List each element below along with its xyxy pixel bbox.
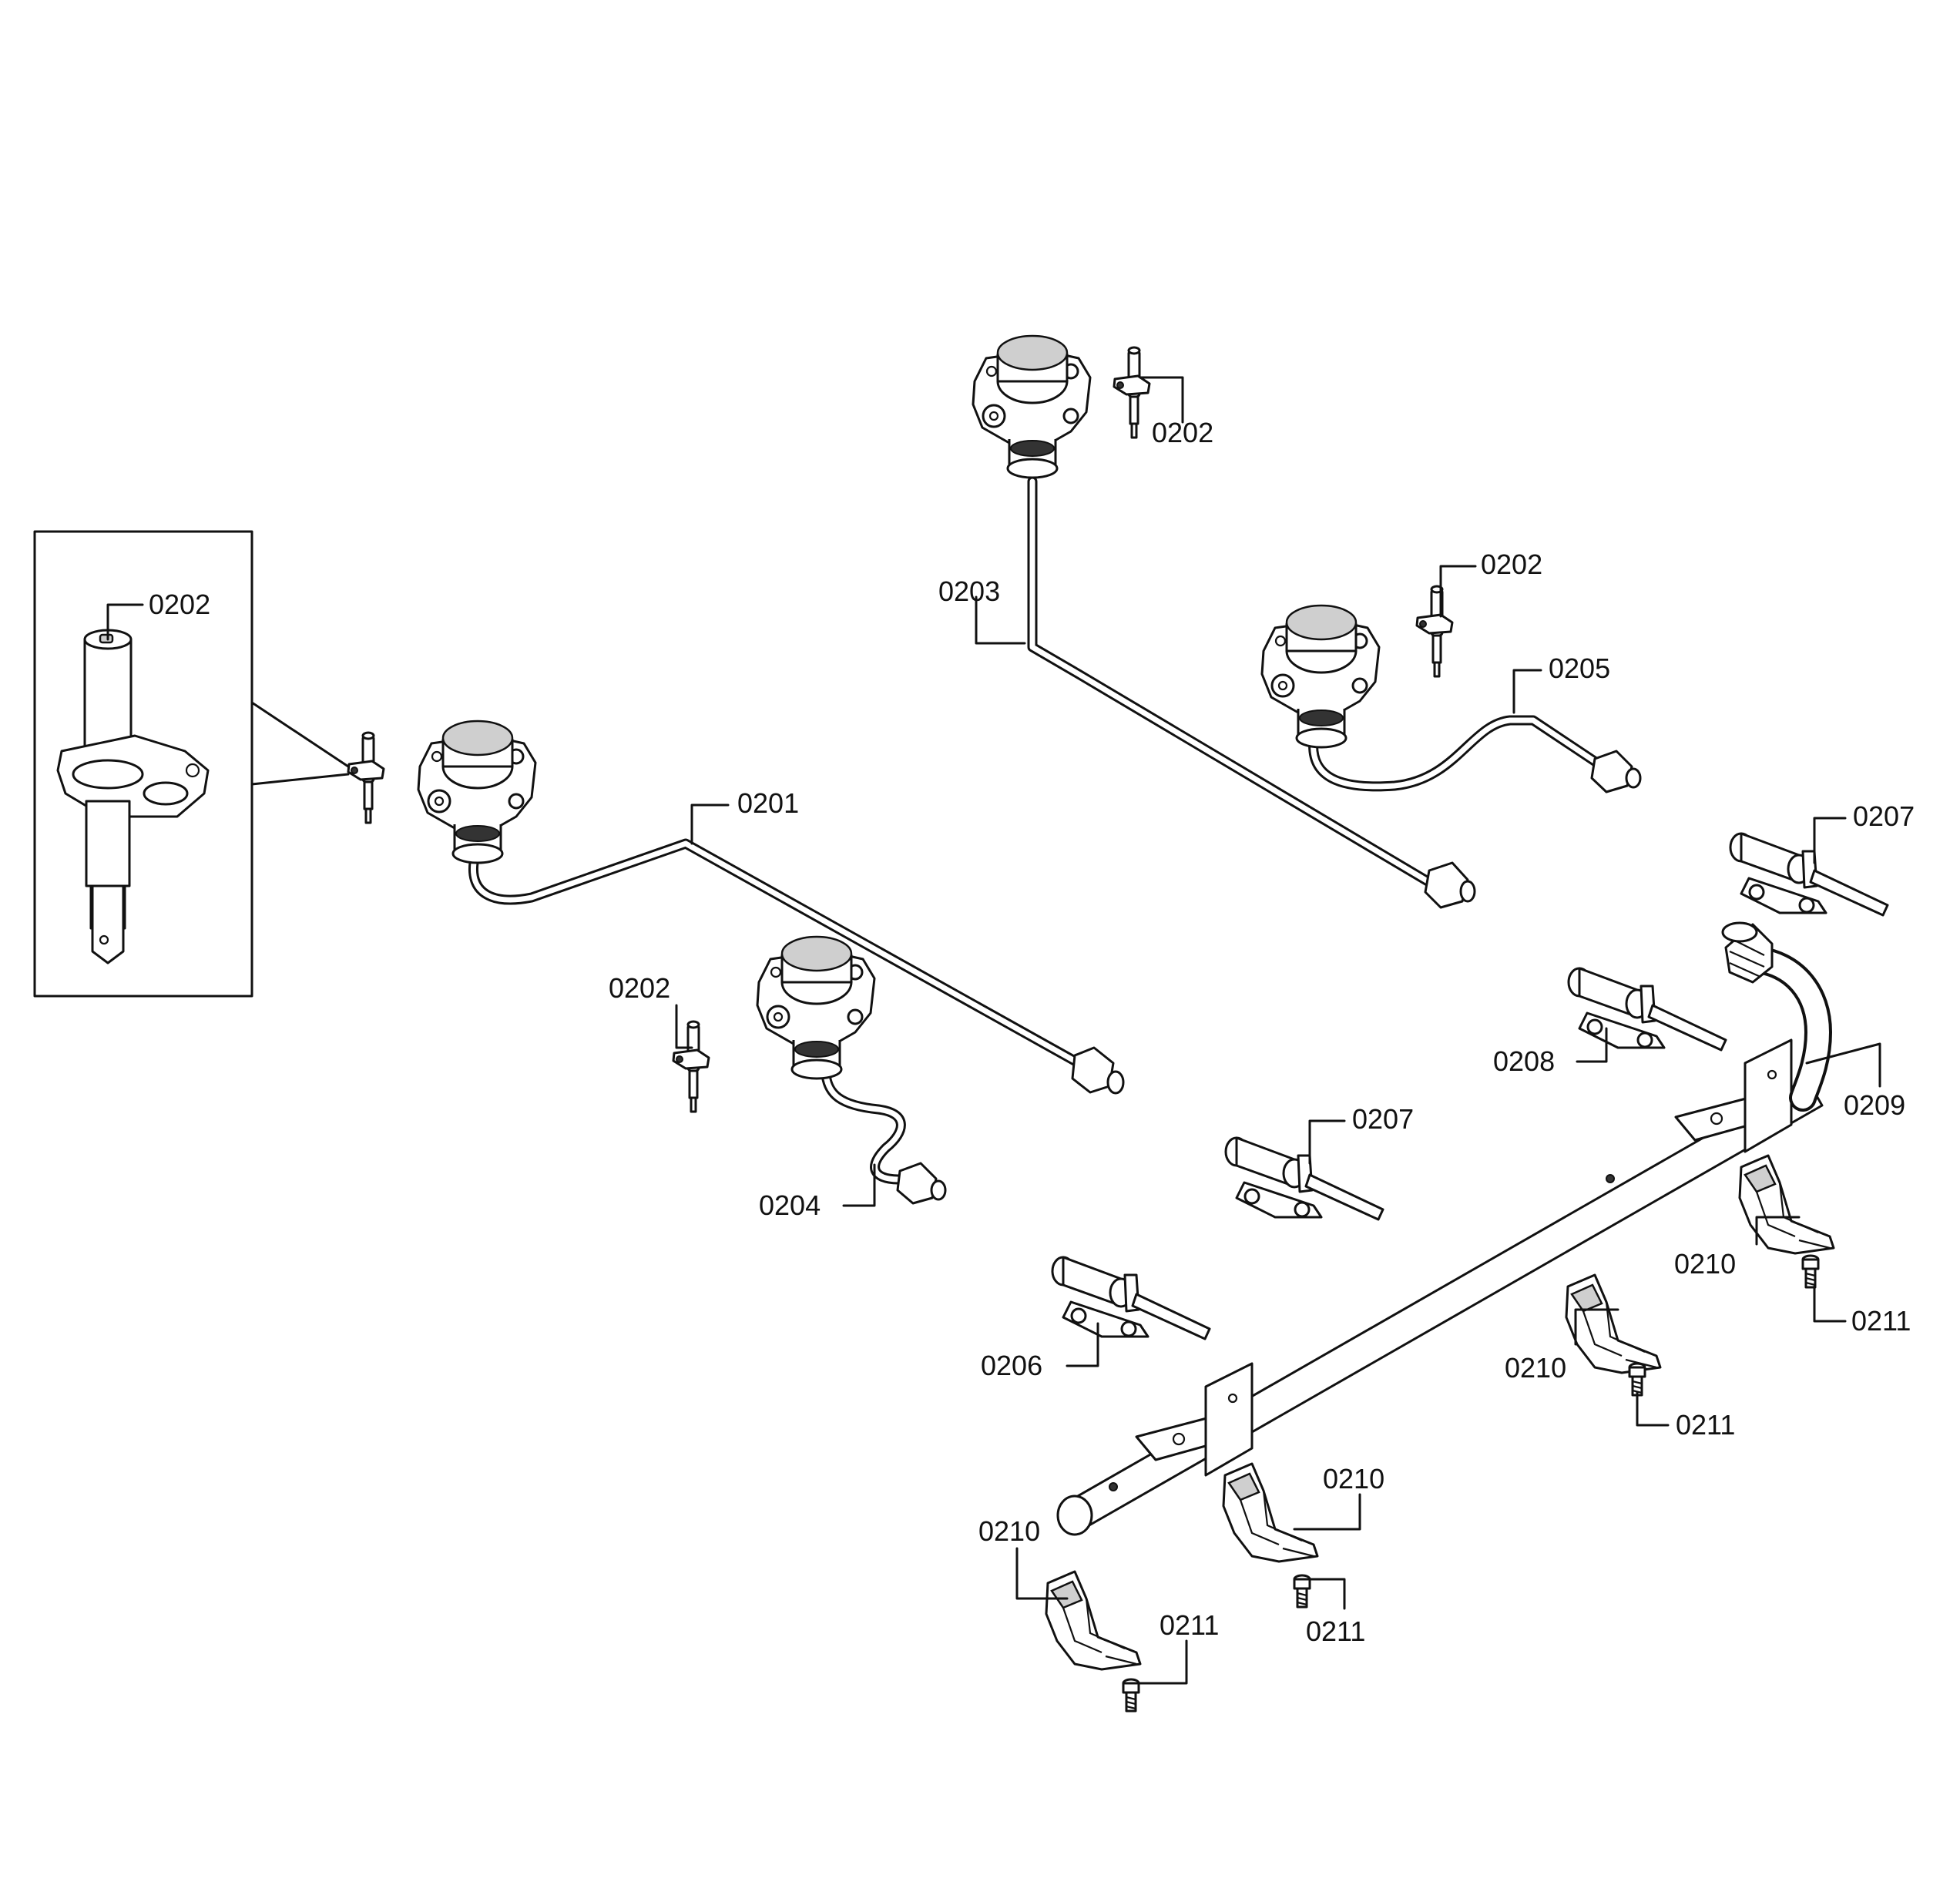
nozzle-0208 [1567,967,1727,1052]
pipe-0204 [821,1069,947,1205]
callout-0207-mid: 0207 [1352,1103,1414,1135]
pipe-0203 [1027,476,1476,909]
callout-0201: 0201 [737,787,799,819]
clip-0210-c [1222,1462,1319,1563]
burner-valve-left [417,720,537,864]
flex-hose-0209 [1721,921,1832,1112]
electrode-back [1113,346,1151,439]
callout-0204: 0204 [759,1189,821,1221]
clip-0210-b [1565,1273,1662,1374]
nozzle-0207-top [1729,832,1889,917]
callout-0211-d: 0211 [1160,1609,1219,1641]
callout-0208: 0208 [1493,1045,1555,1077]
clip-0210-a [1738,1154,1835,1255]
burner-valve-back [972,334,1092,479]
callout-0210-d: 0210 [978,1515,1040,1547]
electrode-left [347,731,385,824]
nozzle-0206 [1051,1256,1211,1340]
callout-0210-b: 0210 [1505,1352,1566,1384]
clip-0210-d [1045,1570,1142,1671]
gas-manifold [1056,1038,1824,1536]
inset-electrode [56,629,210,964]
callout-0211-a: 0211 [1851,1305,1911,1337]
callout-0202-mid: 0202 [1481,548,1542,580]
nozzle-0207-mid [1224,1136,1384,1221]
screw-0211-b [1628,1362,1646,1397]
callout-0202-inset: 0202 [149,589,210,620]
leader-lines [106,376,1881,1685]
callout-0211-b: 0211 [1676,1409,1735,1441]
callout-0202-left: 0202 [609,972,670,1004]
callout-0203: 0203 [938,575,1000,607]
callout-0202-top: 0202 [1152,417,1213,448]
callout-0211-c: 0211 [1306,1615,1365,1647]
electrode-front [672,1020,710,1113]
callout-labels: 0202 0202 0202 0202 0201 0203 0205 0204 … [149,417,1915,1647]
inset-detail-box [33,530,350,998]
callout-0207-top: 0207 [1853,800,1915,832]
callout-0209: 0209 [1844,1089,1905,1121]
screw-0211-a [1801,1254,1820,1289]
electrode-right [1415,585,1454,678]
callout-0210-c: 0210 [1323,1463,1384,1495]
burner-valve-right [1260,604,1381,749]
callout-0205: 0205 [1549,652,1610,684]
callout-0210-a: 0210 [1674,1248,1736,1280]
callout-0206: 0206 [981,1350,1042,1381]
pipe-0201 [468,838,1125,1095]
screw-0211-d [1122,1678,1140,1713]
burner-valve-front [756,935,876,1080]
pipe-0205 [1308,715,1642,793]
